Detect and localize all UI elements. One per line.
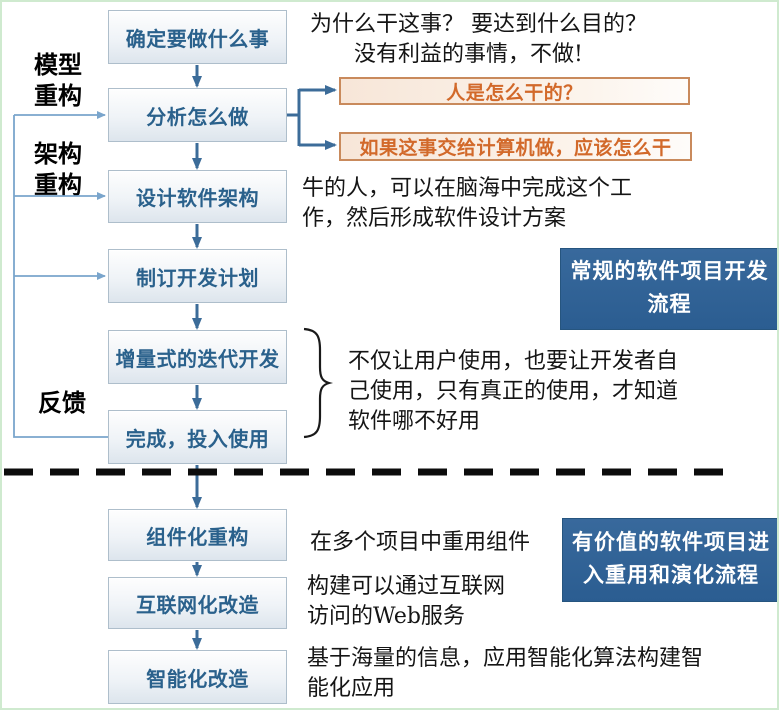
note-usage-line2: 己使用，只有真正的使用，才知道: [348, 379, 679, 404]
note-reuse-line1: 在多个项目中重用组件: [310, 530, 531, 555]
note-genius-line1: 牛的人，可以在脑海中完成这个工: [302, 176, 633, 201]
label-feedback: 反馈: [38, 390, 86, 417]
curly-brace-icon: [303, 327, 333, 439]
flow-box-webify: 互联网化改造: [108, 577, 287, 629]
callout-reuse-process: 有价值的软件项目进 入重用和演化流程: [562, 518, 777, 602]
flow-box-analyze-how: 分析怎么做: [108, 88, 287, 142]
note-usage-line1: 不仅让用户使用，也要让开发者自: [348, 349, 679, 374]
note-genius: 牛的人，可以在脑海中完成这个工 作，然后形成软件设计方案: [302, 174, 632, 234]
callout-regular-process: 常规的软件项目开发 流程: [560, 248, 777, 330]
flow-box-componentize: 组件化重构: [108, 509, 287, 561]
note-why: 为什么干这事？ 要达到什么目的？ 没有利益的事情，不做!: [310, 10, 647, 70]
note-genius-line2: 作，然后形成软件设计方案: [302, 206, 567, 231]
note-ai-line1: 基于海量的信息，应用智能化算法构建智: [307, 646, 704, 671]
label-model-refactor: 模型 重构: [34, 52, 82, 111]
flow-box-dev-plan: 制订开发计划: [108, 249, 287, 303]
note-ai: 基于海量的信息，应用智能化算法构建智 能化应用: [307, 644, 703, 704]
note-web-line1: 构建可以通过互联网: [307, 574, 506, 599]
question-box-computer: 如果这事交给计算机做，应该怎么干: [339, 132, 692, 161]
flow-box-intelligentize: 智能化改造: [108, 650, 287, 704]
flow-box-iterative-dev: 增量式的迭代开发: [108, 330, 287, 384]
note-web-line2: 访问的Web服务: [307, 604, 465, 629]
note-usage-line3: 软件哪不好用: [348, 409, 481, 434]
note-ai-line2: 能化应用: [307, 676, 396, 701]
note-why-line2: 没有利益的事情，不做!: [354, 42, 583, 67]
label-arch-refactor: 架构 重构: [34, 141, 82, 200]
note-web: 构建可以通过互联网 访问的Web服务: [307, 572, 505, 632]
question-box-human: 人是怎么干的？: [339, 77, 690, 105]
note-usage: 不仅让用户使用，也要让开发者自 己使用，只有真正的使用，才知道 软件哪不好用: [348, 347, 678, 437]
flow-box-design-arch: 设计软件架构: [108, 170, 287, 223]
note-reuse: 在多个项目中重用组件: [310, 528, 530, 558]
note-why-line1: 为什么干这事？ 要达到什么目的？: [310, 12, 647, 37]
flow-box-define-task: 确定要做什么事: [108, 10, 287, 64]
branch-connector: [287, 85, 337, 150]
flow-box-deploy: 完成，投入使用: [108, 410, 287, 464]
